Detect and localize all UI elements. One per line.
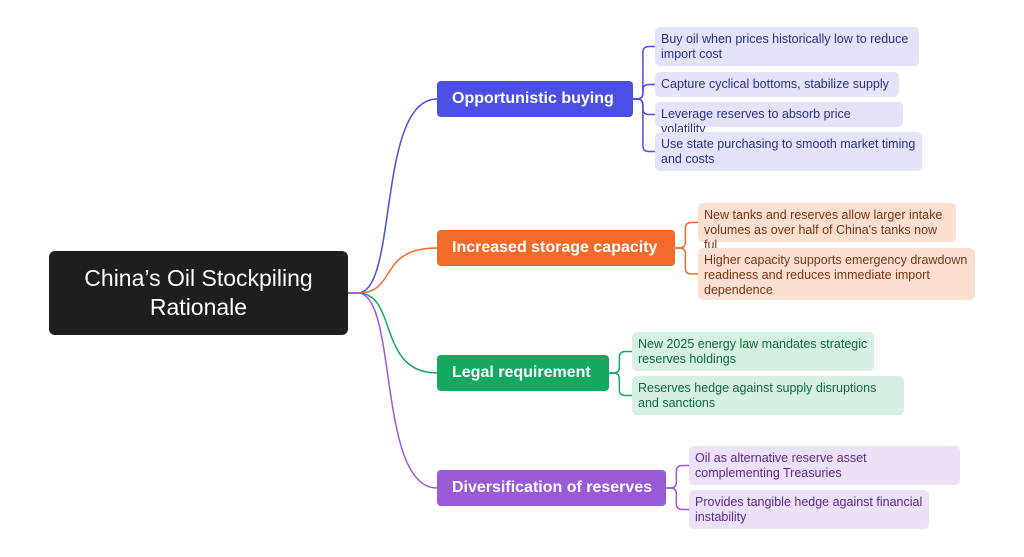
leaf-node[interactable]: Reserves hedge against supply disruption…	[632, 376, 904, 415]
root-connector	[348, 247, 438, 294]
root-connector	[348, 98, 438, 294]
leaf-node[interactable]: Use state purchasing to smooth market ti…	[655, 132, 922, 171]
leaf-text: Provides tangible hedge against financia…	[695, 495, 923, 524]
leaf-text: Oil as alternative reserve asset complem…	[695, 451, 867, 480]
leaf-text: Higher capacity supports emergency drawd…	[704, 253, 968, 297]
root-connector	[348, 292, 438, 489]
branch-diversification-of-reserves[interactable]: Diversification of reserves	[437, 470, 666, 506]
leaf-connector	[633, 45, 655, 100]
leaf-node[interactable]: New tanks and reserves allow larger inta…	[698, 203, 956, 252]
leaf-text: Capture cyclical bottoms, stabilize supp…	[661, 77, 889, 91]
leaf-connector	[609, 350, 632, 374]
leaf-node[interactable]: Leverage reserves to absorb price volati…	[655, 102, 903, 136]
root-node[interactable]: China’s Oil Stockpiling Rationale	[49, 251, 348, 335]
branch-increased-storage-capacity[interactable]: Increased storage capacity	[437, 230, 675, 266]
branch-label: Opportunistic buying	[452, 90, 614, 107]
leaf-node[interactable]: Provides tangible hedge against financia…	[689, 490, 929, 529]
leaf-connector	[633, 83, 655, 100]
leaf-text: Buy oil when prices historically low to …	[661, 32, 909, 61]
leaf-connector	[666, 487, 689, 511]
branch-label: Increased storage capacity	[452, 239, 658, 256]
leaf-node[interactable]: Oil as alternative reserve asset complem…	[689, 446, 960, 485]
branch-label: Diversification of reserves	[452, 479, 653, 496]
leaf-node[interactable]: Capture cyclical bottoms, stabilize supp…	[655, 72, 899, 97]
root-title: China’s Oil Stockpiling Rationale	[84, 265, 313, 320]
leaf-text: New 2025 energy law mandates strategic r…	[638, 337, 868, 366]
leaf-text: Use state purchasing to smooth market ti…	[661, 137, 916, 166]
leaf-connector	[633, 98, 655, 153]
leaf-connector	[675, 221, 698, 249]
leaf-text: Reserves hedge against supply disruption…	[638, 381, 877, 410]
branch-legal-requirement[interactable]: Legal requirement	[437, 355, 609, 391]
branch-label: Legal requirement	[452, 364, 591, 381]
branch-opportunistic-buying[interactable]: Opportunistic buying	[437, 81, 633, 117]
leaf-connector	[675, 247, 698, 275]
leaf-node[interactable]: Buy oil when prices historically low to …	[655, 27, 919, 66]
root-connector	[348, 292, 438, 374]
leaf-connector	[633, 98, 655, 116]
leaf-connector	[666, 464, 689, 489]
leaf-connector	[609, 372, 632, 397]
leaf-node[interactable]: Higher capacity supports emergency drawd…	[698, 248, 975, 300]
leaf-node[interactable]: New 2025 energy law mandates strategic r…	[632, 332, 874, 371]
